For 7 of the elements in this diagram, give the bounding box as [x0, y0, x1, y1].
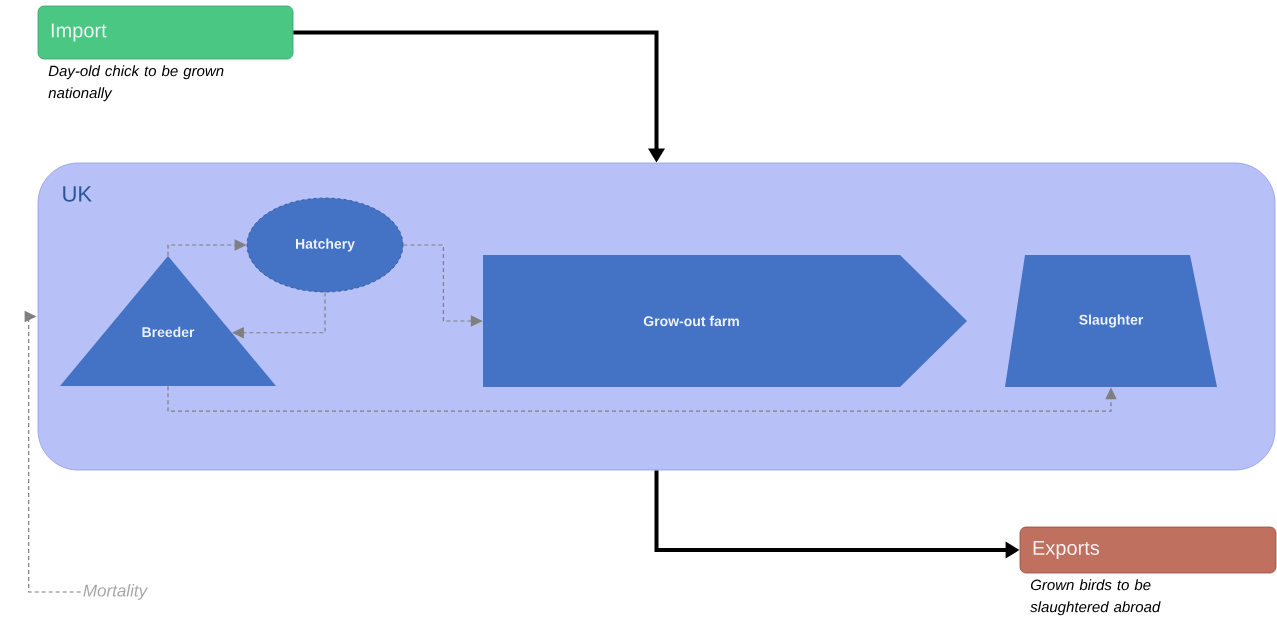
- label-box: Import: [37, 5, 294, 60]
- label-box: Exports: [1019, 526, 1277, 574]
- note-text: Mortality: [83, 584, 148, 600]
- description-text: Day-old chick to be grown nationally: [48, 65, 224, 102]
- connector-arrow: [24, 310, 82, 593]
- description-text: Grown birds to be slaughtered abroad: [1030, 579, 1161, 616]
- connector-arrow: [167, 385, 1117, 412]
